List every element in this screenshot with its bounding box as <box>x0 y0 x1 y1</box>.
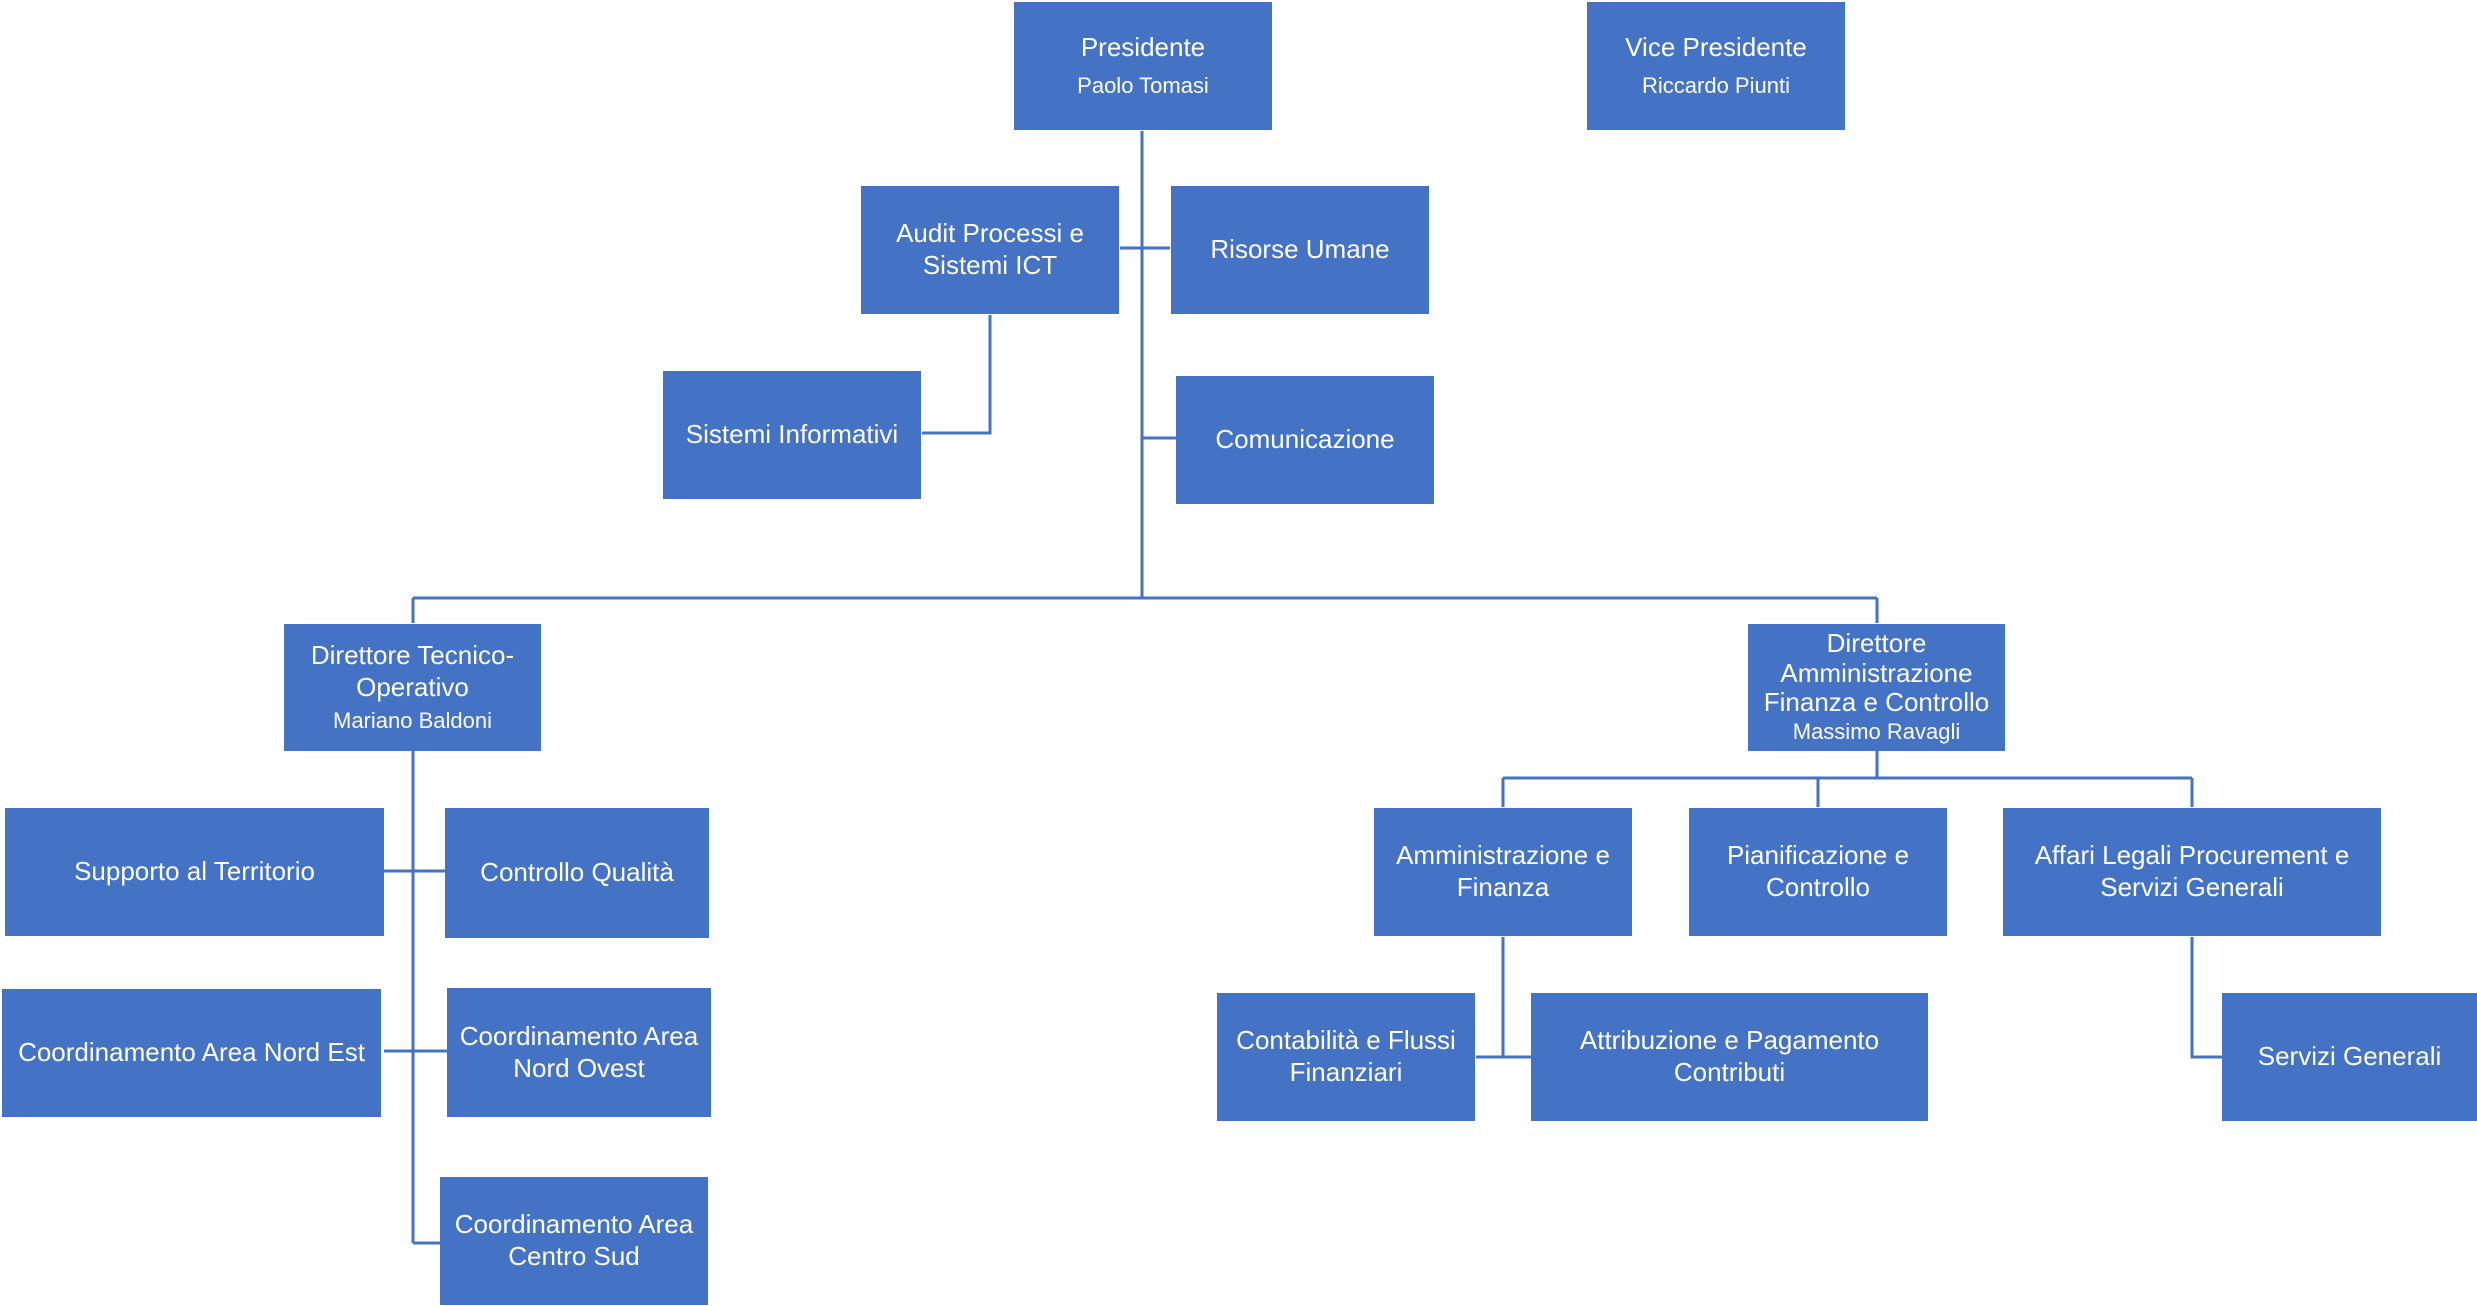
node-coord-nord-est: Coordinamento Area Nord Est <box>2 989 381 1117</box>
node-attribuzione-title: Attribuzione e Pagamento Contributi <box>1579 1025 1880 1087</box>
node-presidente-name: Paolo Tomasi <box>1077 73 1209 99</box>
node-coord-centro-sud-title: Coordinamento Area Centro Sud <box>454 1209 694 1271</box>
node-servizi-generali: Servizi Generali <box>2222 993 2477 1121</box>
node-pianificazione-title: Pianificazione e Controllo <box>1726 840 1910 902</box>
node-direttore-tecnico: Direttore Tecnico-Operativo Mariano Bald… <box>284 624 541 751</box>
node-presidente-title: Presidente <box>1080 31 1206 62</box>
node-audit: Audit Processi e Sistemi ICT <box>861 186 1119 314</box>
node-sistemi-informativi: Sistemi Informativi <box>663 371 921 499</box>
node-contabilita-title: Contabilità e Flussi Finanziari <box>1236 1025 1456 1087</box>
node-comunicazione: Comunicazione <box>1176 376 1434 504</box>
node-vice-presidente-name: Riccardo Piunti <box>1642 73 1790 99</box>
node-servizi-generali-title: Servizi Generali <box>2257 1041 2442 1072</box>
node-coord-nord-est-title: Coordinamento Area Nord Est <box>18 1037 365 1068</box>
node-vice-presidente: Vice Presidente Riccardo Piunti <box>1587 2 1845 130</box>
node-direttore-tecnico-title: Direttore Tecnico-Operativo <box>310 640 515 703</box>
node-pianificazione: Pianificazione e Controllo <box>1689 808 1947 936</box>
node-amministrazione-finanza: Amministrazione e Finanza <box>1374 808 1632 936</box>
node-attribuzione: Attribuzione e Pagamento Contributi <box>1531 993 1928 1121</box>
node-direttore-tecnico-name: Mariano Baldoni <box>333 707 492 733</box>
node-direttore-amministrazione-name: Massimo Ravagli <box>1792 718 1961 744</box>
node-affari-legali-title: Affari Legali Procurement e Servizi Gene… <box>2034 840 2350 902</box>
node-supporto-territorio: Supporto al Territorio <box>5 808 384 936</box>
node-supporto-territorio-title: Supporto al Territorio <box>74 856 315 887</box>
node-direttore-amministrazione: Direttore Amministrazione Finanza e Cont… <box>1748 624 2005 751</box>
node-sistemi-informativi-title: Sistemi Informativi <box>685 419 899 450</box>
node-presidente: Presidente Paolo Tomasi <box>1014 2 1272 130</box>
node-risorse-umane: Risorse Umane <box>1171 186 1429 314</box>
node-coord-nord-ovest-title: Coordinamento Area Nord Ovest <box>459 1020 699 1083</box>
node-contabilita: Contabilità e Flussi Finanziari <box>1217 993 1475 1121</box>
node-risorse-umane-title: Risorse Umane <box>1210 234 1390 265</box>
node-coord-nord-ovest: Coordinamento Area Nord Ovest <box>447 988 711 1117</box>
node-vice-presidente-title: Vice Presidente <box>1625 31 1807 62</box>
node-amministrazione-finanza-title: Amministrazione e Finanza <box>1396 840 1610 902</box>
node-controllo-qualita-title: Controllo Qualità <box>480 857 674 888</box>
node-audit-title: Audit Processi e Sistemi ICT <box>896 218 1084 280</box>
node-affari-legali: Affari Legali Procurement e Servizi Gene… <box>2003 808 2381 936</box>
node-comunicazione-title: Comunicazione <box>1215 424 1395 455</box>
node-controllo-qualita: Controllo Qualità <box>445 808 709 938</box>
node-direttore-amministrazione-title: Direttore Amministrazione Finanza e Cont… <box>1763 628 1990 717</box>
node-coord-centro-sud: Coordinamento Area Centro Sud <box>440 1177 708 1305</box>
